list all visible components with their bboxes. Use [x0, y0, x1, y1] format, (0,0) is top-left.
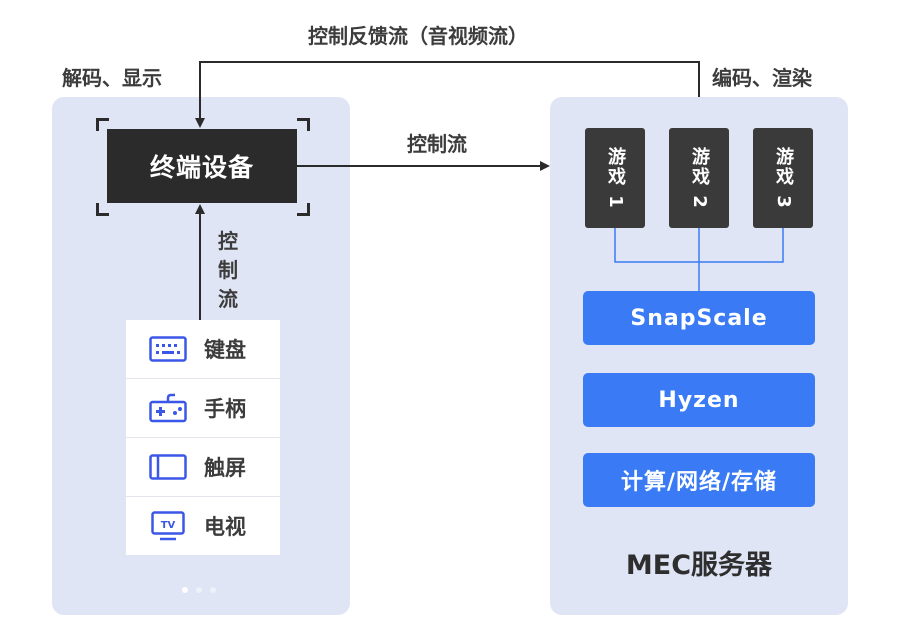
device-item-keyboard: 键盘	[126, 320, 280, 379]
device-label: 键盘	[204, 338, 246, 362]
input-device-list: 键盘 手柄 触屏 TV	[126, 320, 280, 555]
game-box-2: 游戏 2	[669, 128, 729, 228]
device-label: 触屏	[204, 456, 246, 480]
focus-corner-top-right	[297, 118, 310, 131]
control-flow-vertical-label: 控制流	[218, 229, 238, 311]
focus-corner-bottom-right	[297, 203, 310, 216]
mec-server-title: MEC服务器	[625, 550, 773, 581]
hyzen-layer: Hyzen	[583, 373, 815, 427]
pagination-dot[interactable]	[196, 587, 202, 593]
decode-display-label: 解码、显示	[62, 66, 162, 90]
svg-text:TV: TV	[161, 520, 176, 531]
control-flow-label: 控制流	[407, 132, 467, 156]
game-box-3: 游戏 3	[753, 128, 813, 228]
focus-corner-bottom-left	[96, 203, 109, 216]
device-item-tv: TV 电视	[126, 497, 280, 555]
feedback-arrow	[195, 61, 700, 128]
game-box-1: 游戏 1	[585, 128, 645, 228]
focus-corner-top-left	[96, 118, 109, 131]
pagination-dot[interactable]	[210, 587, 216, 593]
pagination-dot[interactable]	[182, 587, 188, 593]
snapscale-layer: SnapScale	[583, 291, 815, 345]
device-item-touchscreen: 触屏	[126, 438, 280, 497]
gamepad-icon	[148, 393, 188, 423]
touchscreen-icon	[148, 452, 188, 482]
device-label: 电视	[204, 515, 246, 539]
pagination-dots	[182, 587, 216, 593]
device-item-gamepad: 手柄	[126, 379, 280, 438]
device-label: 手柄	[204, 397, 246, 421]
compute-network-storage-layer: 计算/网络/存储	[583, 453, 815, 507]
keyboard-icon	[148, 334, 188, 364]
terminal-device-box: 终端设备	[107, 129, 297, 203]
feedback-flow-label: 控制反馈流（音视频流）	[308, 24, 528, 48]
tv-icon: TV	[148, 511, 188, 541]
encode-render-label: 编码、渲染	[712, 66, 812, 90]
